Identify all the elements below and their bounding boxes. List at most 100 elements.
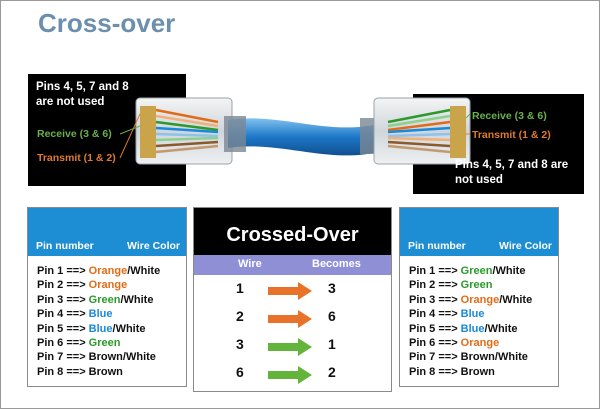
pin-row: Pin 2 ==> Green xyxy=(409,278,532,292)
pin-color-suffix: /White xyxy=(122,351,156,364)
pin-color: Brown xyxy=(88,365,123,378)
right-receive-leader xyxy=(465,113,471,119)
pin-color: Orange xyxy=(460,337,500,350)
pin-row: Pin 7 ==> Brown/White xyxy=(37,350,160,364)
left-transmit-label: Transmit (1 & 2) xyxy=(37,152,116,164)
left-receive-label: Receive (3 & 6) xyxy=(37,128,112,140)
pin-color: Blue xyxy=(460,308,485,321)
pin-label: Pin 4 ==> xyxy=(37,308,89,321)
pin-label: Pin 4 ==> xyxy=(409,308,461,321)
pin-row: Pin 8 ==> Brown xyxy=(37,365,160,379)
pin-row: Pin 2 ==> Orange xyxy=(37,278,160,292)
slide-title: Cross-over xyxy=(38,8,176,38)
pin-color: Green xyxy=(460,279,493,292)
right-transmit-label: Transmit (1 & 2) xyxy=(472,129,551,141)
pin-label: Pin 5 ==> xyxy=(37,322,89,335)
pin-label: Pin 3 ==> xyxy=(37,293,89,306)
wire-column-header: Wire xyxy=(238,258,262,270)
becomes-value: 1 xyxy=(328,336,336,352)
becomes-column-header: Becomes xyxy=(312,258,361,270)
wire-value: 3 xyxy=(236,336,244,352)
pin-color: Green xyxy=(88,293,121,306)
pin-label: Pin 3 ==> xyxy=(409,293,461,306)
left-pinout-header: Pin number Wire Color xyxy=(28,208,186,256)
pin-color: Orange xyxy=(88,265,128,277)
pin-label: Pin 6 ==> xyxy=(409,337,461,350)
wire-color-header: Wire Color xyxy=(127,240,180,252)
pin-row: Pin 8 ==> Brown xyxy=(409,365,532,379)
pin-row: Pin 3 ==> Green/White xyxy=(37,293,160,307)
right-pinout-panel: Pin number Wire Color Pin 1 ==> Green/Wh… xyxy=(399,207,559,387)
wire-color-header: Wire Color xyxy=(499,240,552,252)
pin-color: Brown xyxy=(460,365,495,378)
pin-row: Pin 5 ==> Blue/White xyxy=(409,322,532,336)
pin-row: Pin 1 ==> Green/White xyxy=(409,264,532,278)
pin-label: Pin 8 ==> xyxy=(37,365,89,378)
right-plug-wires xyxy=(387,108,451,154)
green-arrow-icon xyxy=(268,366,312,384)
orange-arrow-icon xyxy=(268,310,312,328)
cable xyxy=(228,118,378,156)
pin-color: Orange xyxy=(88,279,128,292)
pin-color: Blue xyxy=(88,308,113,321)
pin-color: Green xyxy=(88,337,121,350)
pin-color: Blue xyxy=(460,322,485,335)
pin-color: Brown xyxy=(460,351,495,364)
left-transmit-leader xyxy=(119,113,141,159)
pin-row: Pin 3 ==> Orange/White xyxy=(409,293,532,307)
pin-label: Pin 6 ==> xyxy=(37,337,89,350)
right-unused-pins-note: Pins 4, 5, 7 and 8 are not used xyxy=(455,159,569,186)
pin-number-header: Pin number xyxy=(408,240,466,252)
wire-value: 1 xyxy=(236,280,244,296)
left-plug-wires xyxy=(155,108,219,154)
pin-label: Pin 1 ==> xyxy=(409,265,461,277)
pin-color-suffix: /White xyxy=(484,322,518,335)
right-plug-contacts xyxy=(450,106,466,158)
left-boot xyxy=(224,116,246,152)
pin-color-suffix: /White xyxy=(494,351,528,364)
pin-color-suffix: /White xyxy=(492,265,526,277)
pin-row: Pin 1 ==> Orange/White xyxy=(37,264,160,278)
pin-label: Pin 5 ==> xyxy=(409,322,461,335)
green-arrow-icon xyxy=(268,338,312,356)
pin-row: Pin 6 ==> Green xyxy=(37,336,160,350)
pin-color-suffix: /White xyxy=(499,293,533,306)
becomes-value: 6 xyxy=(328,308,336,324)
left-unused-pins-note: Pins 4, 5, 7 and 8 are not used xyxy=(36,81,129,108)
left-receive-leader xyxy=(119,125,141,135)
pin-row: Pin 4 ==> Blue xyxy=(409,307,532,321)
pin-number-header: Pin number xyxy=(36,240,94,252)
pin-label: Pin 2 ==> xyxy=(409,279,461,292)
pin-label: Pin 7 ==> xyxy=(409,351,461,364)
pin-color: Brown xyxy=(88,351,123,364)
pin-color-suffix: /White xyxy=(127,265,161,277)
left-pinout-panel: Pin number Wire Color Pin 1 ==> Orange/W… xyxy=(27,207,187,387)
pin-color: Blue xyxy=(88,322,113,335)
pin-label: Pin 1 ==> xyxy=(37,265,89,277)
pin-label: Pin 7 ==> xyxy=(37,351,89,364)
wire-value: 6 xyxy=(236,364,244,380)
pin-color: Orange xyxy=(460,293,500,306)
right-pinout-header: Pin number Wire Color xyxy=(400,208,558,256)
pin-row: Pin 4 ==> Blue xyxy=(37,307,160,321)
pin-row: Pin 6 ==> Orange xyxy=(409,336,532,350)
left-plug-contacts xyxy=(140,106,156,158)
wire-value: 2 xyxy=(236,308,244,324)
pin-row: Pin 7 ==> Brown/White xyxy=(409,350,532,364)
pin-label: Pin 8 ==> xyxy=(409,365,461,378)
pin-label: Pin 2 ==> xyxy=(37,279,89,292)
becomes-value: 3 xyxy=(328,280,336,296)
pin-color: Green xyxy=(460,265,493,277)
crossed-over-subheader: Wire Becomes xyxy=(194,255,391,275)
crossed-over-title: Crossed-Over xyxy=(194,208,391,255)
orange-arrow-icon xyxy=(268,282,312,300)
becomes-value: 2 xyxy=(328,364,336,380)
crossover-cable-diagram: Pins 4, 5, 7 and 8 are not used Receive … xyxy=(28,74,584,194)
